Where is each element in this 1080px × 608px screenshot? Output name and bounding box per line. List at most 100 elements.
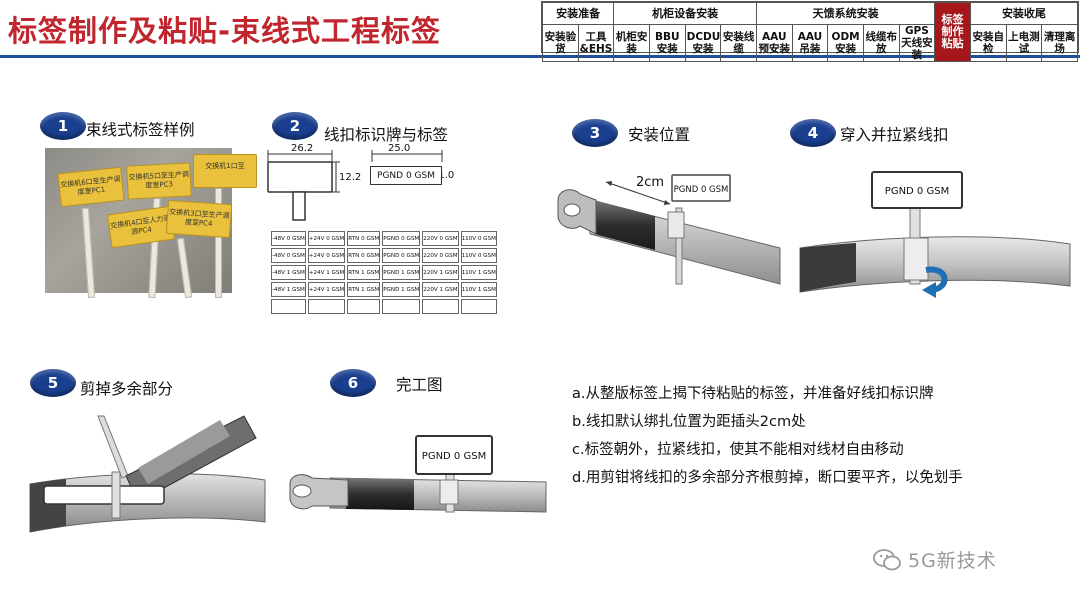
- step-badge-2: 2: [272, 112, 318, 140]
- title-divider: [0, 55, 1080, 58]
- nav-item-cleanup[interactable]: 清理离场: [1041, 24, 1078, 62]
- instruction-d: d.用剪钳将线扣的多余部分齐根剪掉，断口要平齐，以免划手: [572, 470, 963, 486]
- label-sheet-grid: -48V 0 GSM +24V 0 GSM RTN 0 GSM PGND 0 G…: [269, 229, 499, 316]
- dim-height-small: 11.0: [432, 170, 455, 181]
- grid-cell: PGND 1 GSM: [382, 282, 421, 297]
- step-label-5: 剪掉多余部分: [80, 380, 174, 398]
- grid-cell: 110V 0 GSM: [460, 248, 497, 263]
- cable-tie-strap: [176, 237, 193, 299]
- grid-cell: [271, 299, 306, 314]
- nav-item-bbu[interactable]: BBU安装: [648, 24, 686, 62]
- tighten-tie-illustration: PGND 0 GSM: [799, 171, 1071, 298]
- grid-cell: [382, 299, 421, 314]
- grid-cell: +24V 0 GSM: [307, 231, 346, 246]
- install-position-illustration: PGND 0 GSM 2cm: [557, 174, 781, 285]
- photo-tag: 交换机4口至人力资源PC4: [106, 205, 176, 249]
- nav-group-labeling[interactable]: 标签制作粘贴: [934, 2, 971, 62]
- step-label-4: 穿入并拉紧线扣: [840, 126, 949, 144]
- tighten-tag-text: PGND 0 GSM: [885, 186, 949, 197]
- nav-group-prep[interactable]: 安装准备: [541, 2, 615, 25]
- grid-cell: 110V 1 GSM: [460, 265, 497, 280]
- nav-item-power-test[interactable]: 上电测试: [1005, 24, 1043, 62]
- step-badge-3: 3: [572, 119, 618, 147]
- grid-cell: PGND 0 GSM: [382, 248, 421, 263]
- grid-cell: [347, 299, 381, 314]
- label-sample-photo: 交换机6口至生产调度室PC1 交换机5口至生产调度室PC3 交换机1口至 交换机…: [45, 148, 257, 299]
- grid-cell: RTN 1 GSM: [347, 265, 381, 280]
- nav-group-finish[interactable]: 安装收尾: [969, 2, 1079, 25]
- grid-cell: 220V 0 GSM: [422, 231, 459, 246]
- grid-cell: -48V 0 GSM: [271, 231, 306, 246]
- step-badge-6: 6: [330, 369, 376, 397]
- grid-cell: +24V 1 GSM: [307, 282, 346, 297]
- grid-cell: +24V 1 GSM: [307, 265, 346, 280]
- grid-cell: PGND 1 GSM: [382, 265, 421, 280]
- step-badge-5: 5: [30, 369, 76, 397]
- grid-cell: -48V 1 GSM: [271, 282, 306, 297]
- label-sample-small: PGND 0 GSM: [370, 166, 442, 185]
- grid-cell: 110V 1 GSM: [460, 282, 497, 297]
- grid-cell: 110V 0 GSM: [460, 231, 497, 246]
- dim-width-large: 26.2: [291, 143, 314, 154]
- nav-item-aau-hoist[interactable]: AAU吊装: [791, 24, 829, 62]
- instruction-b: b.线扣默认绑扎位置为距插头2cm处: [572, 414, 806, 430]
- cable-tie-strap: [81, 207, 96, 299]
- title-bar: 标签制作及粘贴-束线式工程标签: [0, 0, 538, 52]
- step-badge-1: 1: [40, 112, 86, 140]
- nav-item-cabinet[interactable]: 机柜安装: [613, 24, 650, 62]
- grid-cell: [460, 299, 497, 314]
- watermark-text: 5G新技术: [908, 550, 997, 572]
- finished-tag-text: PGND 0 GSM: [422, 451, 486, 462]
- grid-cell: RTN 1 GSM: [347, 282, 381, 297]
- grid-cell: -48V 1 GSM: [271, 265, 306, 280]
- grid-cell: RTN 0 GSM: [347, 231, 381, 246]
- nav-item-odm[interactable]: ODM安装: [827, 24, 864, 62]
- grid-cell: -48V 0 GSM: [271, 248, 306, 263]
- rotate-arrow-icon: [922, 282, 936, 298]
- nav-item-routing[interactable]: 线缆布放: [862, 24, 900, 62]
- watermark: 5G新技术: [872, 546, 997, 573]
- finished-illustration: PGND 0 GSM: [289, 435, 547, 513]
- nav-group-antenna[interactable]: 天馈系统安装: [755, 2, 936, 25]
- install-tag-text: PGND 0 GSM: [674, 185, 729, 195]
- step-badge-4: 4: [790, 119, 836, 147]
- process-nav-table: 安装准备 机柜设备安装 天馈系统安装 标签制作粘贴 安装收尾 安装验货 工具&E…: [541, 2, 1079, 62]
- step-label-2: 线扣标识牌与标签: [324, 126, 449, 144]
- photo-tag: 交换机6口至生产调度室PC1: [57, 166, 125, 208]
- process-nav: 安装准备 机柜设备安装 天馈系统安装 标签制作粘贴 安装收尾 安装验货 工具&E…: [541, 1, 1079, 62]
- grid-cell: [422, 299, 459, 314]
- nav-item-gps[interactable]: GPS天线安装: [898, 24, 936, 62]
- grid-cell: [307, 299, 346, 314]
- nav-item-dcdu[interactable]: DCDU安装: [684, 24, 722, 62]
- nav-item-selfcheck[interactable]: 安装自检: [969, 24, 1007, 62]
- nav-item-tools-ehs[interactable]: 工具&EHS: [577, 24, 615, 62]
- dim-height-large: 12.2: [339, 172, 362, 183]
- photo-tag: 交换机1口至: [193, 154, 257, 188]
- step-label-1: 束线式标签样例: [86, 121, 195, 139]
- instruction-a: a.从整版标签上揭下待粘贴的标签，并准备好线扣标识牌: [572, 386, 934, 402]
- nav-group-cabinet[interactable]: 机柜设备安装: [613, 2, 757, 25]
- grid-cell: RTN 0 GSM: [347, 248, 381, 263]
- tie-tag-dimension-drawing: [267, 150, 443, 221]
- page-title: 标签制作及粘贴-束线式工程标签: [8, 14, 442, 48]
- cut-tag-outline: [43, 485, 165, 505]
- step-label-3: 安装位置: [628, 126, 691, 144]
- photo-tag: 交换机3口至生产调度室PC4: [165, 199, 233, 239]
- grid-cell: +24V 0 GSM: [307, 248, 346, 263]
- grid-cell: PGND 0 GSM: [382, 231, 421, 246]
- distance-label: 2cm: [636, 175, 664, 190]
- step-label-6: 完工图: [396, 376, 443, 394]
- instruction-c: c.标签朝外，拉紧线扣，使其不能相对线材自由移动: [572, 442, 904, 458]
- nav-item-aau-pre[interactable]: AAU预安装: [755, 24, 793, 62]
- dim-width-small: 25.0: [388, 143, 411, 154]
- instruction-list: a.从整版标签上揭下待粘贴的标签，并准备好线扣标识牌 b.线扣默认绑扎位置为距插…: [572, 380, 963, 492]
- grid-cell: 220V 1 GSM: [422, 265, 459, 280]
- nav-item-cables[interactable]: 安装线缆: [720, 24, 757, 62]
- photo-tag: 交换机5口至生产调度室PC3: [126, 162, 192, 200]
- grid-cell: 220V 0 GSM: [422, 248, 459, 263]
- nav-item-inspect[interactable]: 安装验货: [542, 24, 579, 62]
- wechat-icon: [873, 548, 901, 570]
- cable-tie-strap: [215, 188, 222, 298]
- cut-excess-illustration: [29, 415, 266, 533]
- grid-cell: 220V 1 GSM: [422, 282, 459, 297]
